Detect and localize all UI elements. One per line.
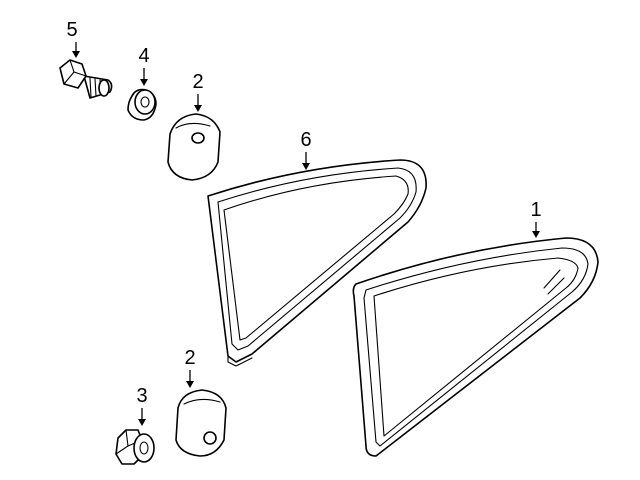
callout-1: 1 [530, 199, 542, 238]
part-2-top-cap [167, 113, 221, 181]
callout-5: 5 [66, 19, 80, 58]
callout-label-2-top: 2 [192, 71, 203, 93]
callout-label-3: 3 [136, 385, 147, 407]
part-2-bottom-cap [175, 389, 227, 457]
part-1-quarter-glass [352, 237, 599, 457]
callout-2-top: 2 [192, 71, 204, 112]
callout-label-1: 1 [530, 199, 541, 221]
callout-2-bottom: 2 [184, 347, 196, 388]
part-3-nut [115, 429, 155, 465]
part-6-quarter-glass [207, 159, 427, 367]
callout-4: 4 [138, 45, 150, 86]
part-4-washer [127, 88, 157, 121]
callout-6: 6 [300, 129, 312, 170]
callout-label-2-bottom: 2 [184, 347, 195, 369]
part-5-bolt [59, 59, 113, 99]
callout-label-4: 4 [138, 45, 149, 67]
callout-3: 3 [136, 385, 148, 426]
callout-label-5: 5 [66, 19, 77, 41]
callout-label-6: 6 [300, 129, 311, 151]
